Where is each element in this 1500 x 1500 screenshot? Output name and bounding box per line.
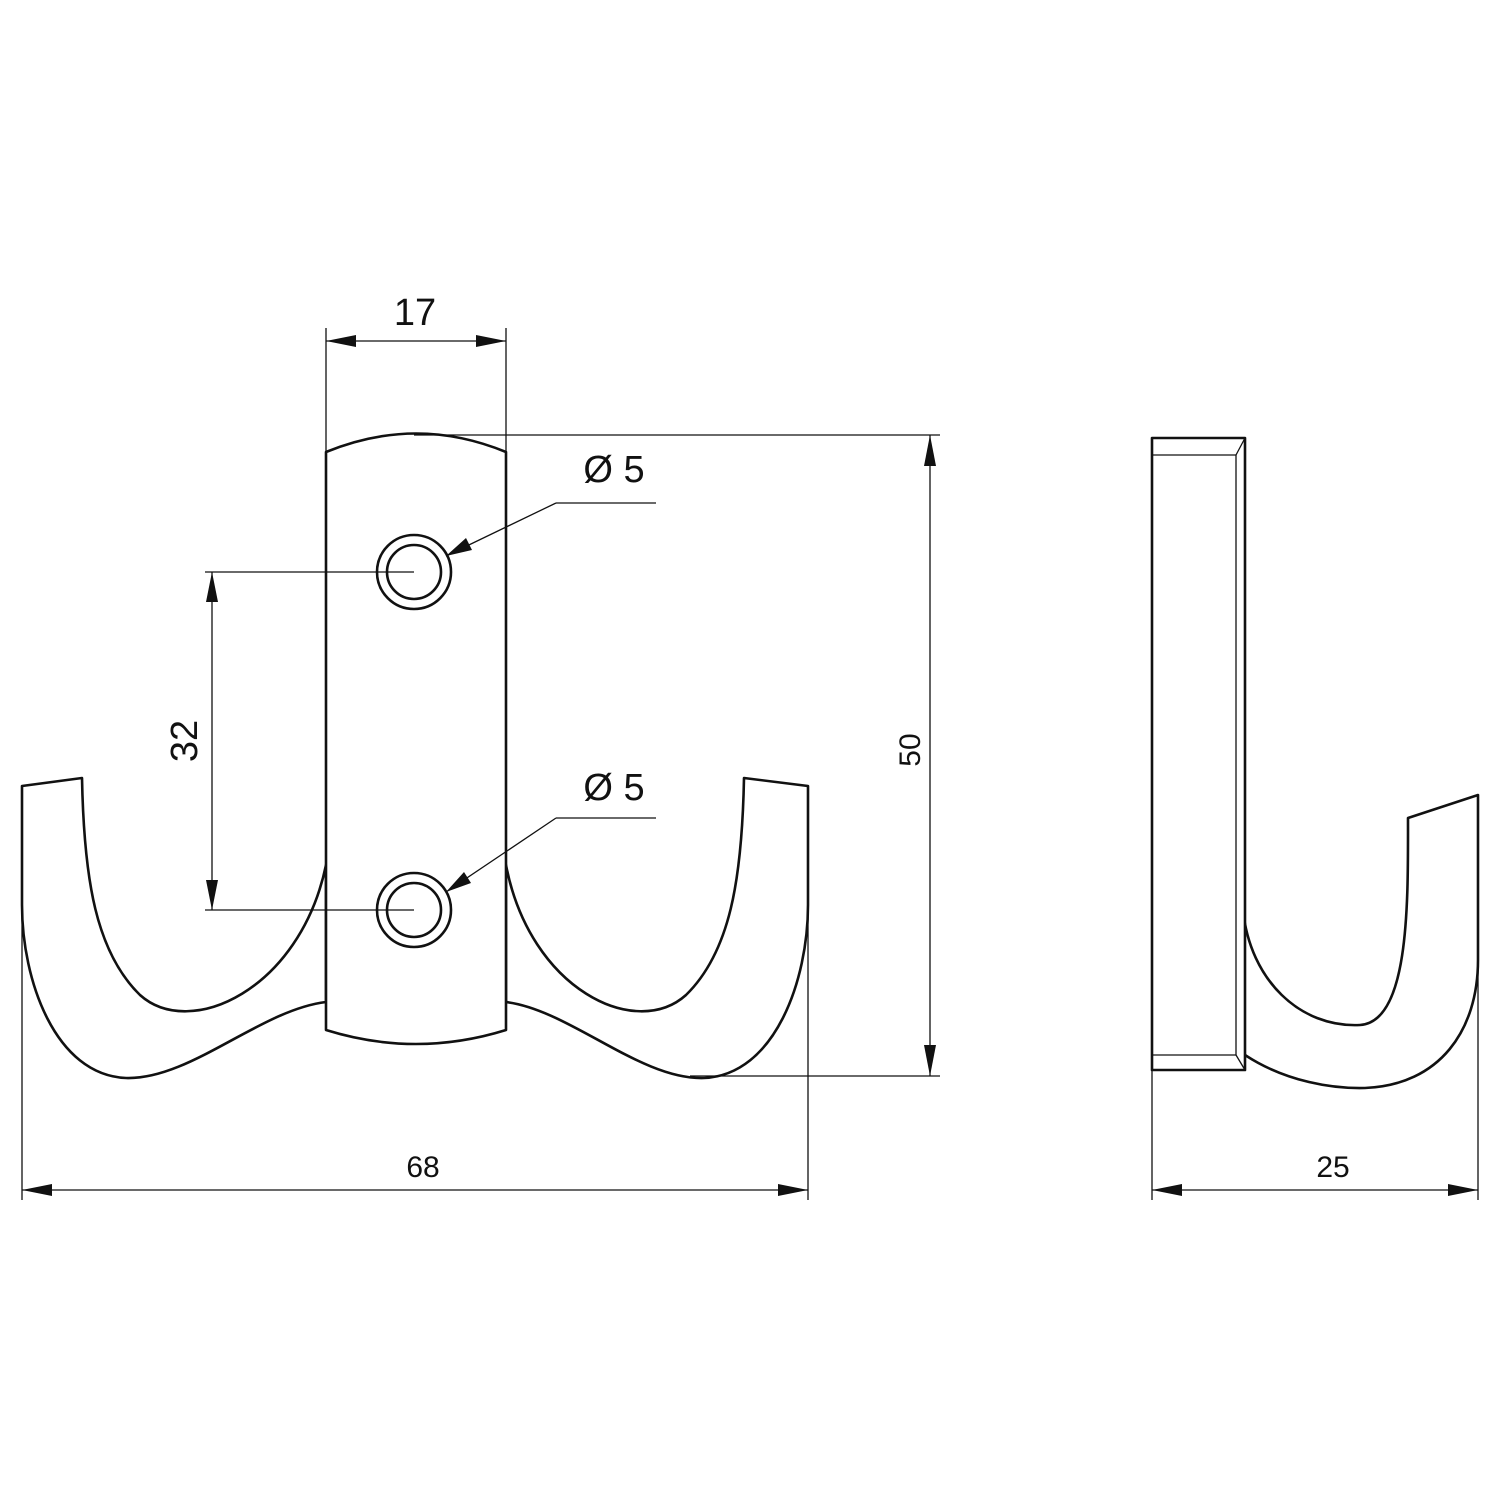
side-plate [1150, 436, 1247, 1072]
upper-hole-callout: Ø 5 [445, 449, 656, 557]
mounting-plate [324, 432, 508, 1046]
lower-hole-callout: Ø 5 [445, 767, 656, 893]
hole-spacing-label: 32 [164, 720, 206, 762]
arrowhead [446, 538, 472, 556]
side-view [1150, 436, 1480, 1090]
front-view [20, 432, 810, 1080]
arrowhead [206, 572, 218, 602]
arrowhead [22, 1184, 52, 1196]
overall-width-dimension: 68 [21, 905, 809, 1200]
right-hook-arm [504, 776, 810, 1080]
depth-label: 25 [1316, 1151, 1349, 1184]
arrowhead [206, 880, 218, 910]
arrowhead [1152, 1184, 1182, 1196]
overall-height-label: 50 [894, 733, 927, 766]
arrowhead [924, 435, 936, 466]
arrowhead [446, 872, 471, 892]
plate-width-label: 17 [394, 292, 436, 334]
arrowhead [326, 335, 356, 347]
arrowhead [924, 1045, 936, 1076]
upper-hole-diameter-label: Ø 5 [583, 449, 644, 491]
overall-height-dimension: 50 [414, 434, 940, 1077]
left-hook-arm [20, 776, 328, 1080]
depth-dimension: 25 [1151, 960, 1479, 1200]
arrowhead [1448, 1184, 1478, 1196]
hole-spacing-dimension: 32 [164, 571, 414, 911]
arrowhead [476, 335, 506, 347]
plate-width-dimension: 17 [325, 292, 507, 452]
overall-width-label: 68 [406, 1151, 439, 1184]
arrowhead [778, 1184, 808, 1196]
lower-hole-diameter-label: Ø 5 [583, 767, 644, 809]
